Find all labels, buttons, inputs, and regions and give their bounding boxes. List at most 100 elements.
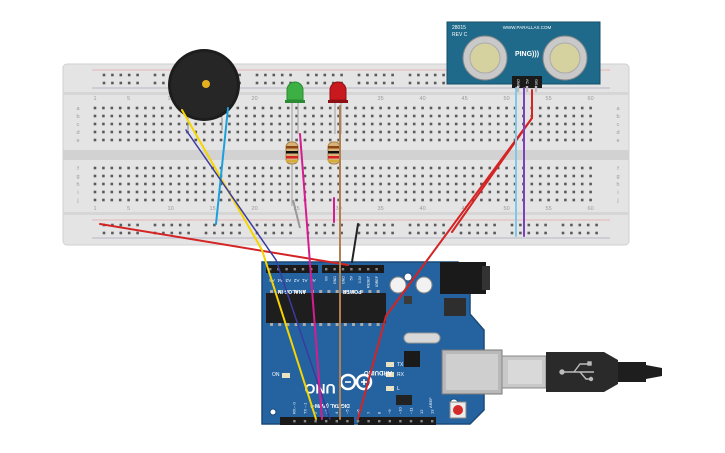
power-jack[interactable] [440, 262, 486, 294]
breadboard-row-letter: f [77, 166, 79, 172]
breadboard-row-letter: h [76, 182, 79, 188]
power-pin-label: IOREF [375, 275, 379, 287]
breadboard-col-number: 50 [504, 206, 510, 212]
sensor-name: PING))) [515, 51, 539, 58]
power-pin-label: GND [333, 276, 337, 284]
tx-led-label: TX [397, 362, 404, 368]
analog-pin-label: A3 [285, 278, 291, 283]
digital-header-low[interactable] [280, 417, 354, 425]
breadboard-col-number: 15 [210, 206, 216, 212]
breadboard-row-letter: f [617, 166, 619, 172]
sensor-pin-label: GND [517, 79, 521, 88]
piezo-buzzer [168, 49, 240, 130]
sensor-rev: REV C [452, 32, 468, 38]
breadboard-row-letter: i [77, 190, 78, 196]
crystal [403, 332, 441, 344]
sensor-model: 28015 [452, 25, 466, 31]
power-label: POWER [342, 288, 361, 294]
breadboard-row-letter: j [616, 198, 618, 204]
power-header[interactable] [322, 265, 384, 273]
power-pin-label: Vin [325, 276, 329, 281]
wire-blue-buzzer-gnd [215, 107, 229, 225]
breadboard-col-number: 30 [336, 206, 342, 212]
digital-pin-label: ~9 [387, 409, 392, 414]
sensor-pin-label: SIG [535, 79, 539, 86]
breadboard-row-letter: i [617, 190, 618, 196]
breadboard-col-number: 25 [294, 206, 300, 212]
digital-pin-label: 2 [313, 411, 318, 414]
breadboard-col-number: 10 [168, 206, 174, 212]
wire-red-power [99, 223, 349, 266]
digital-pwm-label: DIGITAL (PWM~) [310, 402, 350, 408]
breadboard-row-letter: h [616, 182, 619, 188]
power-pin-label: GND [341, 276, 345, 284]
reset-button-cap[interactable] [453, 405, 463, 415]
analog-pin-label: A1 [302, 278, 308, 283]
green-led [285, 81, 305, 134]
wire-magenta-led [299, 133, 323, 420]
breadboard-col-number: 35 [378, 206, 384, 212]
wire-red-rail [451, 117, 533, 233]
arduino-uno: UNO ARDUINO ON TX RX L POWER ANALOG IN D… [261, 261, 503, 425]
on-led-label: ON [272, 372, 280, 378]
breadboard-col-number: 10 [168, 96, 174, 102]
breadboard-row-letter: c [617, 122, 620, 128]
digital-pin-label: TX→1 [302, 402, 307, 414]
power-pin-label: RESET [367, 275, 371, 288]
wire-yellow-buzzer [181, 109, 317, 420]
breadboard-col-number: 55 [546, 206, 552, 212]
breadboard-row-letter: j [76, 198, 78, 204]
breadboard-row-letter: b [76, 114, 79, 120]
breadboard-col-number: 50 [504, 96, 510, 102]
power-pin-label: 3.3V [358, 275, 362, 283]
aref-label: AREF [428, 397, 433, 408]
wire-black-gnd [351, 223, 359, 263]
breadboard-col-number: 55 [546, 96, 552, 102]
usb-cable [501, 352, 662, 392]
power-pin-label: 5V [350, 275, 354, 280]
atmega-chip [266, 293, 386, 323]
digital-pin-label: ~6 [355, 409, 360, 414]
digital-pin-label: 7 [366, 411, 371, 414]
analog-header[interactable] [266, 265, 318, 273]
digital-pin-label: ~3 [324, 409, 329, 414]
breadboard-row-letter: a [76, 106, 80, 112]
breadboard-col-number: 20 [252, 206, 258, 212]
analog-pin-label: A2 [293, 278, 299, 283]
arduino-brand-label: ARDUINO [364, 369, 392, 375]
breadboard-row-letter: e [76, 138, 79, 144]
breadboard-col-number: 5 [127, 206, 130, 212]
resistor-2 [327, 141, 341, 165]
digital-pin-label: 13 [430, 409, 435, 414]
wire-red-sensor [357, 89, 533, 420]
breadboard-col-number: 40 [420, 206, 426, 212]
wire-navy-buzzer [185, 129, 331, 420]
l-led-label: L [397, 386, 400, 392]
breadboard-row-letter: d [616, 130, 619, 136]
breadboard-col-number: 5 [127, 96, 130, 102]
breadboard-row-letter: g [616, 174, 619, 180]
wires [99, 87, 533, 420]
digital-pin-label: RX←0 [292, 401, 297, 414]
digital-header-high[interactable] [358, 417, 436, 425]
breadboard-col-number: 60 [588, 96, 594, 102]
resistor-1 [285, 134, 301, 229]
sensor-brand: WWW.PARALLAX.COM [503, 25, 552, 30]
breadboard-row-letter: g [76, 174, 79, 180]
analog-pin-label: A4 [277, 278, 283, 283]
breadboard-col-number: 45 [462, 96, 468, 102]
breadboard-col-number: 35 [378, 96, 384, 102]
analog-pin-label: A0 [310, 278, 316, 283]
breadboard-col-number: 1 [93, 96, 96, 102]
breadboard-col-number: 60 [588, 206, 594, 212]
breadboard-row-letter: c [77, 122, 80, 128]
breadboard-row-letter: b [616, 114, 619, 120]
rx-led-label: RX [397, 372, 405, 378]
digital-pin-label: 4 [334, 411, 339, 414]
usb-icon [559, 361, 594, 382]
sensor-pin-label: 5V [526, 79, 530, 84]
digital-pin-label: ~10 [398, 406, 403, 414]
digital-pin-label: 8 [377, 411, 382, 414]
